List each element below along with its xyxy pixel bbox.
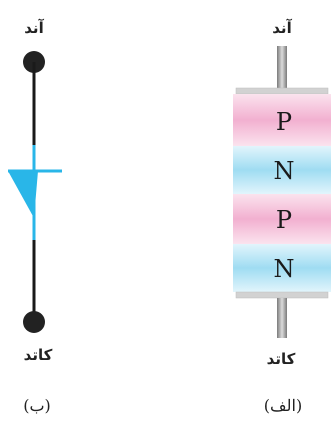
cathode-terminal-dot [23,311,45,333]
symbol-cathode-label: کاتد [24,346,53,364]
layer-3-label: P [276,206,292,234]
layer-2-n [233,146,331,194]
symbol-anode-label: آند [24,19,44,37]
layer-4-n [233,244,331,292]
bottom-end-cap [235,291,329,299]
layer-3-p [233,194,331,244]
layer-2-label: N [274,157,295,185]
top-end-cap [235,87,329,95]
device-caption: (الف) [264,396,302,415]
symbol-figure: آند کاتد (ب) [8,19,62,415]
device-anode-label: آند [272,19,292,37]
device-figure: آند P N P N کاتد (الف) [233,19,331,415]
layer-1-p [233,94,331,146]
layer-1-label: P [276,108,292,136]
device-cathode-label: کاتد [267,350,296,368]
semiconductor-layers: P N P N [233,94,331,292]
bottom-lead [277,298,287,338]
layer-4-label: N [274,255,295,283]
diode-triangle-icon [8,171,38,218]
symbol-caption: (ب) [23,396,51,415]
top-lead [277,46,287,90]
